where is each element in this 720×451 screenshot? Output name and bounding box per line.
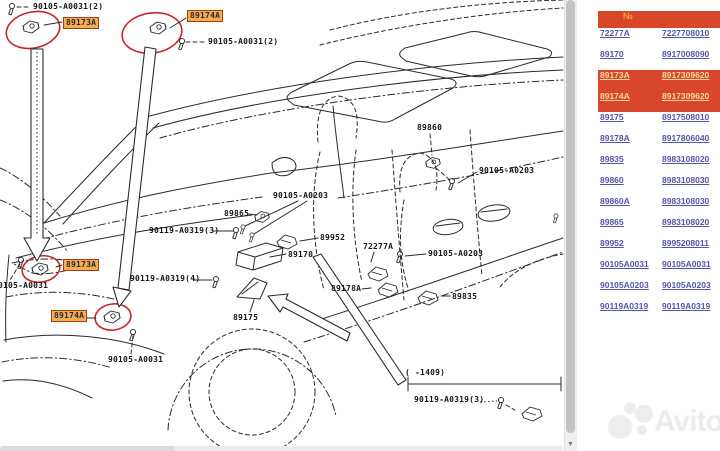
table-row: 89173A 8917309620	[598, 70, 720, 91]
table-row: 72277A 7227708010	[598, 28, 720, 49]
part-label-highlighted[interactable]: 89174A	[187, 10, 224, 22]
part-number-link[interactable]: 8917806040	[662, 133, 710, 143]
table-row: 89860 8983108030	[598, 175, 720, 196]
part-label: 89860	[417, 123, 443, 132]
part-code-link[interactable]: 89865	[600, 217, 624, 227]
part-code-link[interactable]: 72277A	[600, 28, 630, 38]
part-label: 90119-A0319(3)	[149, 226, 220, 235]
part-label: 72277A	[363, 242, 394, 251]
part-code-link[interactable]: 89170	[600, 49, 624, 59]
leader-lines	[9, 6, 516, 411]
avito-logo-icon	[608, 402, 653, 439]
part-label: 90105-A0203	[428, 249, 484, 258]
part-number-link[interactable]: 90119A0319	[662, 301, 711, 311]
part-code-link[interactable]: 89173A	[600, 70, 630, 80]
table-row: 90119A0319 90119A0319	[598, 301, 720, 322]
part-label: 90105-A0031	[108, 355, 164, 364]
part-number-link[interactable]: 90105A0203	[662, 280, 711, 290]
part-label: 90105-A0031(2)	[208, 37, 279, 46]
vertical-scrollbar-thumb[interactable]	[566, 0, 575, 433]
door-handle	[432, 204, 511, 236]
table-header-label: №	[623, 11, 634, 21]
part-number-link[interactable]: 8917508010	[662, 112, 710, 122]
part-label: 90119-A0319(3)	[414, 395, 485, 404]
part-number-link[interactable]: 8983108020	[662, 154, 710, 164]
locator-arrow	[23, 46, 351, 342]
table-row: 89174A 8917309620	[598, 91, 720, 112]
table-row: 89865 8983108020	[598, 217, 720, 238]
part-label: 89835	[452, 292, 478, 301]
table-row: 89952 8995208011	[598, 238, 720, 259]
part-label-highlighted[interactable]: 89173A	[63, 17, 100, 29]
part-number-link[interactable]: 7227708010	[662, 28, 710, 38]
part-number-link[interactable]: 8983108020	[662, 217, 710, 227]
part-code-link[interactable]: 90105A0031	[600, 259, 649, 269]
part-code-link[interactable]: 89835	[600, 154, 624, 164]
trim-rod	[312, 253, 407, 386]
part-label: 90119-A0319(4)	[130, 274, 201, 283]
dimension-line	[407, 376, 562, 392]
table-row: 89178A 8917806040	[598, 133, 720, 154]
part-label: 89952	[320, 233, 346, 242]
vehicle-line-art	[0, 0, 564, 451]
part-code-link[interactable]: 90119A0319	[600, 301, 649, 311]
table-header: №	[598, 11, 720, 28]
bracket-89175-glyph	[236, 277, 268, 300]
scroll-down-button[interactable]: ▼	[564, 437, 577, 451]
part-label: 90105-A0203	[273, 191, 329, 200]
part-label-highlighted[interactable]: 89174A	[51, 310, 88, 322]
part-number-link[interactable]: 8917309620	[662, 91, 710, 101]
part-number-link[interactable]: 8983108030	[662, 196, 710, 206]
part-label: 89170	[288, 250, 314, 259]
part-number-link[interactable]: 8917008090	[662, 49, 710, 59]
part-code-link[interactable]: 89175	[600, 112, 624, 122]
table-row: 89170 8917008090	[598, 49, 720, 70]
part-code-link[interactable]: 89952	[600, 238, 624, 248]
table-row: 89175 8917508010	[598, 112, 720, 133]
part-code-link[interactable]: 89860	[600, 175, 624, 185]
part-code-link[interactable]: 89860A	[600, 196, 630, 206]
part-label: 90105-A0031(2)	[33, 2, 104, 11]
ecu-box-glyph	[235, 242, 284, 271]
table-row: 90105A0031 90105A0031	[598, 259, 720, 280]
table-row: 90105A0203 90105A0203	[598, 280, 720, 301]
part-code-link[interactable]: 89174A	[600, 91, 630, 101]
part-number-link[interactable]: 8995208011	[662, 238, 709, 248]
part-label: 89178A	[331, 284, 362, 293]
part-label-highlighted[interactable]: 89173A	[63, 259, 100, 271]
part-label: ( -1409)	[405, 368, 446, 377]
part-label: 89175	[233, 313, 259, 322]
part-number-link[interactable]: 90105A0031	[662, 259, 711, 269]
horizontal-scrollbar-track[interactable]	[0, 446, 563, 451]
part-code-link[interactable]: 90105A0203	[600, 280, 649, 290]
watermark: Avito	[606, 400, 720, 444]
watermark-text: Avito	[654, 405, 720, 438]
part-label: 0105-A0031	[0, 281, 49, 290]
horizontal-scrollbar-thumb[interactable]	[0, 446, 175, 451]
part-label: 89865	[224, 209, 250, 218]
part-label: 90105-A0203	[479, 166, 535, 175]
part-number-link[interactable]: 8917309620	[662, 70, 710, 80]
table-row: 89835 8983108020	[598, 154, 720, 175]
part-code-link[interactable]: 89178A	[600, 133, 630, 143]
chevron-down-icon: ▼	[567, 440, 574, 448]
part-number-link[interactable]: 8983108030	[662, 175, 710, 185]
table-row: 89860A 8983108030	[598, 196, 720, 217]
